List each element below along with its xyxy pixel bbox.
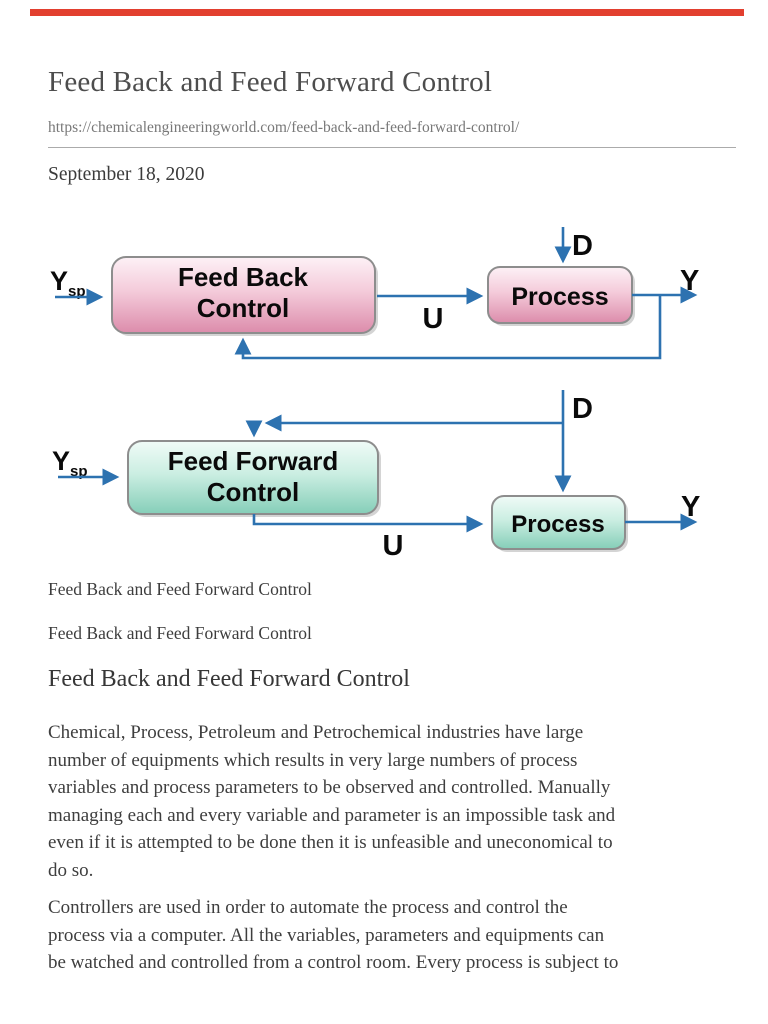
divider [48, 147, 736, 148]
source-url-link[interactable]: https://chemicalengineeringworld.com/fee… [48, 119, 520, 136]
image-caption: Feed Back and Feed Forward Control [48, 623, 312, 643]
control-signal-label: U [423, 303, 444, 335]
top-accent-bar [30, 9, 744, 16]
controller-label-line1: Feed Back [178, 262, 309, 292]
control-signal-label: U [383, 530, 404, 562]
feedback-controller-block [111, 256, 376, 334]
controller-label-line1: Feed Forward [168, 446, 338, 476]
controller-label-line2: Control [207, 477, 299, 507]
feedback-control-diagram: Y sp Feed Back Control U Process D Y [50, 227, 699, 360]
setpoint-label: Y [50, 266, 68, 296]
controller-label-line2: Control [197, 293, 289, 323]
disturbance-label: D [572, 230, 593, 262]
article-heading: Feed Back and Feed Forward Control [48, 666, 410, 692]
publish-date: September 18, 2020 [48, 164, 205, 185]
page-title: Feed Back and Feed Forward Control [48, 66, 493, 98]
feedback-path [234, 295, 662, 360]
setpoint-label: Y [52, 446, 70, 476]
process-label: Process [511, 283, 608, 311]
process-label: Process [511, 511, 604, 538]
feedforward-control-diagram: D Y sp Feed Forward Control U Process Y [52, 390, 700, 562]
image-caption: Feed Back and Feed Forward Control [48, 579, 312, 599]
disturbance-label: D [572, 393, 593, 425]
output-label: Y [681, 491, 700, 523]
output-label: Y [680, 265, 699, 297]
article-paragraph: Controllers are used in order to automat… [48, 897, 619, 973]
article-paragraph: Chemical, Process, Petroleum and Petroch… [48, 722, 616, 881]
control-signal-path [252, 514, 484, 533]
